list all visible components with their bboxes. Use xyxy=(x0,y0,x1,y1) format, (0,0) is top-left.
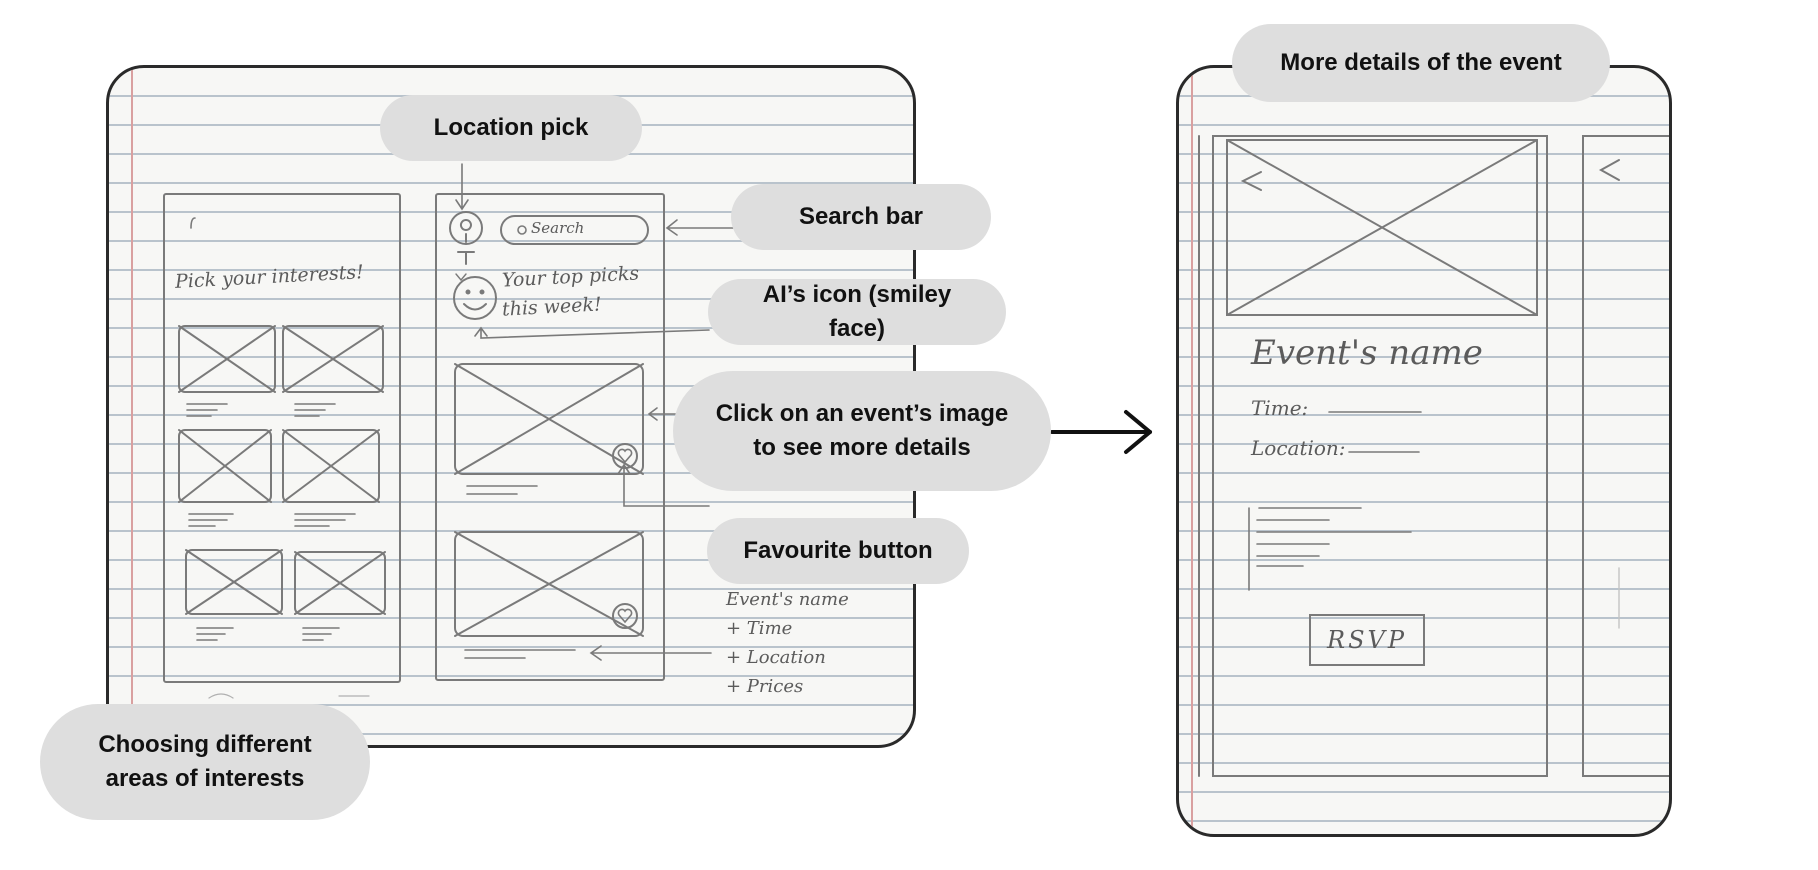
annotation-text: Favourite button xyxy=(743,537,933,565)
home-phone-frame xyxy=(435,193,665,681)
search-placeholder: Search xyxy=(531,219,585,237)
annotation-text: Click on an event’s image to see more de… xyxy=(715,400,1009,461)
interest-thumbnail xyxy=(178,325,276,393)
interests-phone-frame xyxy=(163,193,401,683)
right-arrow-icon xyxy=(1050,410,1152,454)
annotation-text: AI’s icon (smiley face) xyxy=(762,281,952,342)
search-glass-sketch xyxy=(517,225,527,235)
next-screen-frame xyxy=(1582,135,1669,777)
annotation-location-pick: Location pick xyxy=(380,95,642,161)
detail-location-label: Location: xyxy=(1251,436,1346,460)
annotation-choosing-interests: Choosing different areas of interests xyxy=(40,704,370,820)
annotation-ai-icon: AI’s icon (smiley face) xyxy=(708,279,1006,345)
interest-thumbnail xyxy=(294,551,386,615)
scribble-corner xyxy=(190,217,196,229)
location-pin-sketch xyxy=(449,211,483,265)
back-chevron-icon xyxy=(1598,159,1620,181)
home-sketch-drawing xyxy=(163,163,734,699)
note-location: + Location xyxy=(726,647,826,668)
rsvp-label: RSVP xyxy=(1327,626,1407,654)
interest-thumbnail xyxy=(282,325,384,393)
note-event-name: Event's name xyxy=(726,589,849,610)
detail-sketch-drawing xyxy=(1198,135,1669,777)
note-prices: + Prices xyxy=(726,676,804,697)
interest-thumbnail xyxy=(185,549,283,615)
annotation-click-image: Click on an event’s image to see more de… xyxy=(673,371,1051,491)
interest-thumbnail xyxy=(178,429,272,503)
annotation-more-details: More details of the event xyxy=(1232,24,1610,102)
detail-time-label: Time: xyxy=(1251,396,1309,420)
annotation-text: Choosing different areas of interests xyxy=(98,731,312,792)
interest-thumbnail xyxy=(282,429,380,503)
thumbnail-captions xyxy=(186,403,356,641)
smiley-face-sketch xyxy=(453,273,497,320)
annotation-text: Location pick xyxy=(433,114,589,142)
rsvp-button[interactable]: RSVP xyxy=(1309,614,1425,666)
note-time: + Time xyxy=(726,618,793,639)
hero-image-placeholder xyxy=(1226,139,1538,316)
sketch-panel-detail: Event's name Time: Location: RSVP xyxy=(1176,65,1672,837)
back-chevron-icon xyxy=(1240,171,1262,191)
heart-icon-sketch xyxy=(612,443,638,469)
annotation-search-bar: Search bar xyxy=(731,184,991,250)
paper-margin-line xyxy=(131,68,133,745)
annotation-arrows xyxy=(455,163,734,661)
event-card-image xyxy=(454,363,644,475)
annotation-text: Search bar xyxy=(798,203,924,231)
search-field-sketch xyxy=(500,215,649,245)
detail-event-name: Event's name xyxy=(1251,333,1483,373)
event-caption xyxy=(464,649,576,659)
event-caption xyxy=(466,485,538,495)
detail-phone-frame xyxy=(1212,135,1548,777)
paper-margin-line xyxy=(1191,68,1193,834)
annotation-favourite-button: Favourite button xyxy=(707,518,969,584)
annotation-text: More details of the event xyxy=(1280,49,1562,77)
heart-icon-sketch xyxy=(612,603,638,629)
event-card-image xyxy=(454,531,644,637)
description-block xyxy=(1248,507,1412,591)
